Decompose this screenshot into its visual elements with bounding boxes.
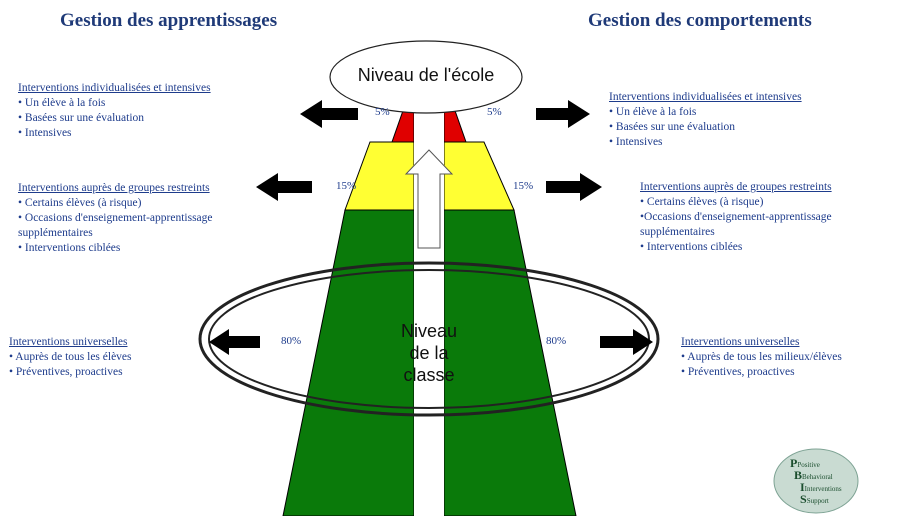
pbis-logo-row: SSupport [800,492,829,506]
list-item: • Auprès de tous les milieux/élèves [681,351,842,363]
list-item: • Préventives, proactives [9,366,123,378]
classroom-level-line: Niveau [400,321,458,341]
percent-left-top: 5% [375,106,390,118]
left-tier3-heading: Interventions individualisées et intensi… [18,82,211,94]
right-tier3-block: Interventions individualisées et intensi… [609,90,802,150]
arrow-right-bottom-icon [600,329,653,355]
arrow-left-mid-icon [256,173,312,201]
school-ellipse [329,40,523,114]
list-item: supplémentaires [640,226,715,238]
list-item: • Interventions ciblées [18,242,121,254]
classroom-level-line: de la [409,343,449,363]
pbis-logo-oval [773,448,859,514]
right-tier2-heading: Interventions auprès de groupes restrein… [640,181,832,193]
classroom-ellipse-inner [208,269,650,409]
list-item: •Occasions d'enseignement-apprentissage [640,211,832,223]
pbis-logo-row: IInterventions [800,480,842,494]
arrow-right-top-icon [536,100,590,128]
list-item: • Préventives, proactives [681,366,795,378]
left-tier1-heading: Interventions universelles [9,336,128,348]
arrow-left-bottom-icon [209,329,260,355]
pbis-logo-row: PPositive [790,456,820,470]
list-item: • Auprès de tous les élèves [9,351,132,363]
percent-right-bottom: 80% [546,335,567,347]
arrow-left-top-icon [300,100,358,128]
percent-left-bottom: 80% [281,335,302,347]
list-item: • Intensives [609,136,663,148]
list-item: • Basées sur une évaluation [609,121,736,133]
classroom-level-label: Niveau de la classe [384,320,474,386]
percent-left-mid: 15% [336,180,357,192]
arrow-right-mid-icon [546,173,602,201]
classroom-ellipse-outer [198,261,660,417]
left-tier3-block: Interventions individualisées et intensi… [18,81,211,141]
pbis-logo: PPositive BBehavioral IInterventions SSu… [790,456,854,508]
list-item: • Un élève à la fois [609,106,697,118]
left-yellow-tier [344,141,415,211]
right-yellow-tier [443,141,515,211]
list-item: • Certains élèves (à risque) [18,197,142,209]
left-tier1-block: Interventions universelles • Auprès de t… [9,335,132,380]
right-tier1-block: Interventions universelles • Auprès de t… [681,335,842,380]
school-level-label: Niveau de l'école [357,65,495,85]
left-tier2-heading: Interventions auprès de groupes restrein… [18,182,210,194]
title-right: Gestion des comportements [588,10,812,31]
percent-right-top: 5% [487,106,502,118]
right-tier2-block: Interventions auprès de groupes restrein… [640,180,832,255]
list-item: • Intensives [18,127,72,139]
list-item: • Basées sur une évaluation [18,112,145,124]
list-item: • Occasions d'enseignement-apprentissage [18,212,213,224]
pbis-logo-row: BBehavioral [794,468,833,482]
title-left: Gestion des apprentissages [60,10,278,31]
list-item: supplémentaires [18,227,93,239]
up-arrow-icon [404,149,454,249]
classroom-level-line: classe [403,365,455,385]
right-tier1-heading: Interventions universelles [681,336,800,348]
percent-right-mid: 15% [513,180,534,192]
list-item: • Interventions ciblées [640,241,743,253]
left-tier2-block: Interventions auprès de groupes restrein… [18,181,213,256]
list-item: • Certains élèves (à risque) [640,196,764,208]
list-item: • Un élève à la fois [18,97,106,109]
right-tier3-heading: Interventions individualisées et intensi… [609,91,802,103]
